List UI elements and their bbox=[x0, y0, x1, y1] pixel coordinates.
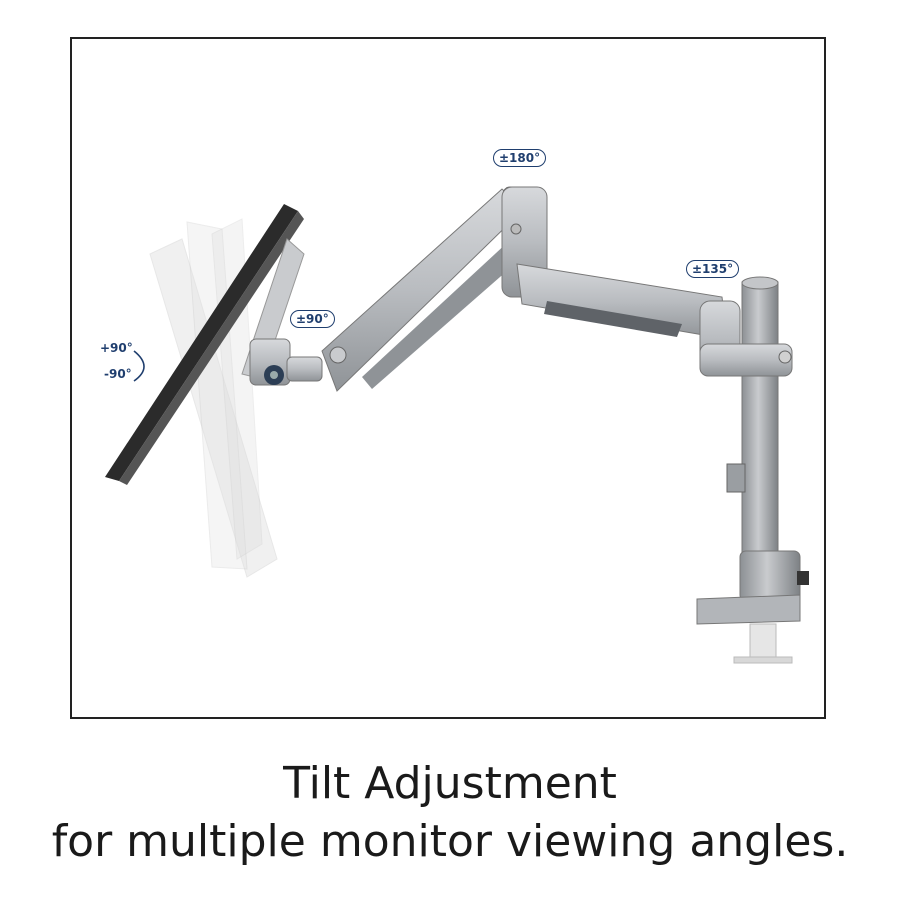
tilt-arrow-icon bbox=[133, 350, 145, 382]
caption-line-1: Tilt Adjustment bbox=[283, 758, 617, 809]
pole bbox=[699, 276, 793, 603]
monitor-arm-icon bbox=[105, 186, 809, 664]
upper-arm bbox=[321, 186, 532, 392]
illustration-frame: +90° -90° ±90° ±180° ±135° bbox=[70, 37, 826, 719]
caption-line-2: for multiple monitor viewing angles. bbox=[51, 816, 849, 867]
arm-joint-badge: ±180° bbox=[493, 149, 547, 167]
pole-joint-badge: ±135° bbox=[686, 260, 740, 278]
tilt-down-label: -90° bbox=[104, 367, 132, 381]
desk-clamp bbox=[696, 550, 809, 664]
swivel-head-badge: ±90° bbox=[290, 310, 335, 328]
tilt-head bbox=[249, 338, 323, 386]
ghost-monitor-left bbox=[149, 238, 278, 578]
ghost-monitor-right bbox=[186, 221, 248, 570]
tilt-up-label: +90° bbox=[100, 341, 133, 355]
